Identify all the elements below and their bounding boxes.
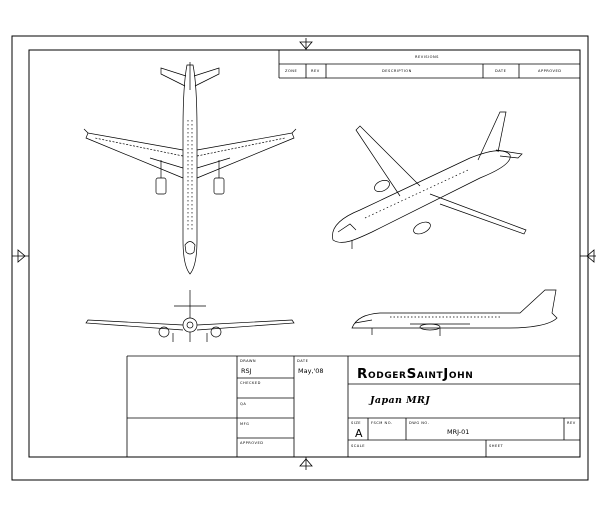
- inner-border: [28, 49, 581, 458]
- center-mark-left: [12, 249, 29, 263]
- size-label: SIZE: [351, 421, 362, 425]
- title-block: [126, 355, 580, 457]
- sheet-label: SHEET: [489, 444, 504, 448]
- drawn-label: DRAWN: [240, 359, 257, 363]
- date-label: DATE: [297, 359, 309, 363]
- revisions-table: [278, 50, 580, 79]
- rev-label: REV: [567, 421, 576, 425]
- scale-label: SCALE: [351, 444, 366, 448]
- rev-col-zone: ZONE: [285, 69, 298, 73]
- rev-col-date: DATE: [495, 69, 507, 73]
- rev-col-rev: REV: [311, 69, 320, 73]
- revisions-header: REVISIONS: [415, 55, 439, 59]
- rev-col-approved: APPROVED: [538, 69, 562, 73]
- dwg-value: MRJ-01: [447, 428, 470, 436]
- approved-label: APPROVED: [240, 441, 264, 445]
- aircraft-isometric-view: [332, 111, 527, 249]
- aircraft-side-view: [351, 289, 558, 336]
- aircraft-top-view: [83, 62, 297, 275]
- dwg-label: DWG NO.: [409, 421, 430, 425]
- fscm-label: FSCM NO.: [371, 421, 393, 425]
- center-mark-top: [299, 38, 313, 50]
- outer-border: [11, 35, 589, 481]
- rev-col-description: DESCRIPTION: [382, 69, 412, 73]
- drawing-title: Japan MRJ: [370, 395, 431, 406]
- checked-label: CHECKED: [240, 381, 261, 385]
- drawn-value: RSJ: [241, 367, 252, 375]
- center-mark-bottom: [299, 457, 313, 470]
- mfg-label: MFG: [240, 422, 250, 426]
- qa-label: QA: [240, 402, 247, 406]
- size-value: A: [355, 427, 363, 440]
- company-name: RodgerSaintJohn: [357, 366, 474, 382]
- aircraft-front-view: [85, 290, 295, 342]
- center-mark-right: [580, 249, 596, 263]
- date-value: May,'08: [298, 367, 324, 375]
